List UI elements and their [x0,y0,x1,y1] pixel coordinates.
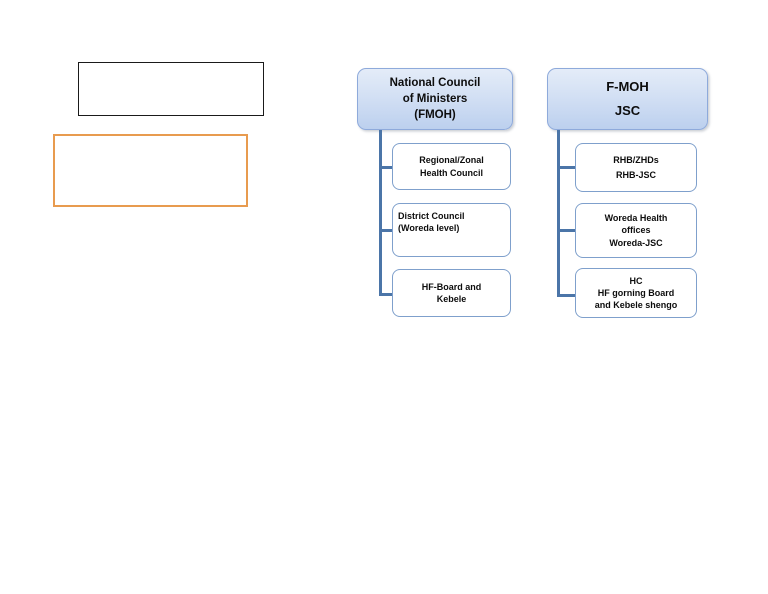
node-label-group: HC HF gorning Board and Kebele shengo [576,275,696,311]
node-regional-zonal-health-council[interactable]: Regional/Zonal Health Council [392,143,511,190]
connector-stub-fmoh-1 [557,166,576,169]
node-label-line-1: District Council [398,211,465,221]
node-label-line-3: Woreda-JSC [609,237,663,248]
connector-stub-council-3 [379,293,393,296]
node-label-line-2: JSC [614,103,641,118]
node-label-group: District Council (Woreda level) [393,204,510,234]
node-label-line-1: F-MOH [606,78,649,94]
node-label-line-1: HF-Board and [421,281,482,292]
connector-stub-fmoh-2 [557,229,576,232]
node-woreda-health-offices-woreda-jsc[interactable]: Woreda Health offices Woreda-JSC [575,203,697,258]
node-label-line-2: Health Council [419,167,483,178]
node-label-line-1: HC [629,275,643,286]
node-label-line-1: RHB/ZHDs [613,154,659,165]
connector-stub-fmoh-3 [557,294,576,297]
node-hf-board-and-kebele[interactable]: HF-Board and Kebele [392,269,511,317]
empty-black-rectangle [78,62,264,116]
node-label-line-2: of Ministers [402,92,468,105]
node-label-group: HF-Board and Kebele [393,281,510,305]
node-rhb-zhds-rhb-jsc[interactable]: RHB/ZHDs RHB-JSC [575,143,697,192]
node-label-line-2: HF gorning Board [597,287,675,298]
node-label-line-1: National Council [389,76,481,89]
node-label-line-3: (FMOH) [414,109,456,122]
node-label-line-1: Regional/Zonal [419,155,484,166]
connector-trunk-council [379,130,382,296]
node-district-council-woreda-level[interactable]: District Council (Woreda level) [392,203,511,257]
node-label-line-2: (Woreda level) [398,223,460,234]
node-label-group: F-MOH JSC [548,78,707,121]
node-label-group: National Council of Ministers (FMOH) [358,75,512,124]
node-label-line-2: Kebele [436,294,467,304]
node-label-line-2: offices [621,225,651,236]
node-label-group: Regional/Zonal Health Council [393,154,510,178]
node-f-moh-jsc[interactable]: F-MOH JSC [547,68,708,130]
node-label-line-2: RHB-JSC [615,170,656,180]
connector-stub-council-1 [379,166,393,169]
connector-stub-council-2 [379,229,393,232]
node-hc-hf-gorning-board-and-kebele-shengo[interactable]: HC HF gorning Board and Kebele shengo [575,268,697,318]
connector-trunk-fmoh-jsc [557,130,560,297]
empty-orange-rectangle [53,134,248,207]
node-label-line-1: Woreda Health [604,213,668,224]
node-national-council-of-ministers[interactable]: National Council of Ministers (FMOH) [357,68,513,130]
node-label-line-3: and Kebele shengo [594,300,678,311]
node-label-group: RHB/ZHDs RHB-JSC [576,154,696,181]
node-label-group: Woreda Health offices Woreda-JSC [576,212,696,248]
